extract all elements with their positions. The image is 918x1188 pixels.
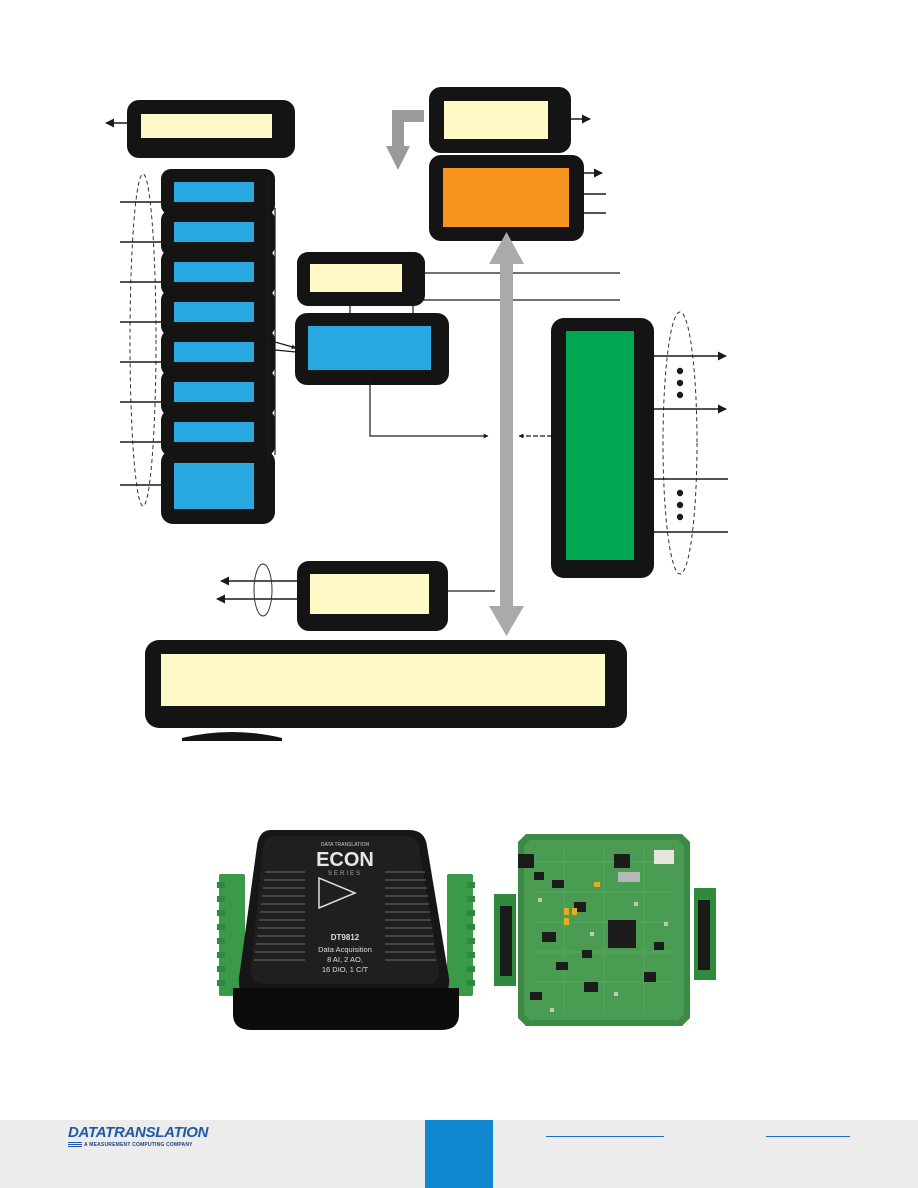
pcb-board-photo <box>494 834 716 1026</box>
footer-logo[interactable]: DATATRANSLATION <box>68 1124 209 1141</box>
lower-cream-block <box>216 561 495 631</box>
enclosure-series-text: ECON <box>316 849 374 871</box>
orange-block <box>429 155 606 241</box>
footer-link-2[interactable] <box>766 1136 850 1137</box>
input-channel <box>120 290 275 336</box>
input-channel <box>120 169 275 215</box>
footer-logo-tagline: A MEASUREMENT COMPUTING COMPANY <box>84 1142 193 1148</box>
input-channel-stack <box>120 169 297 524</box>
middle-blue-block <box>295 313 489 439</box>
input-channel <box>120 450 275 524</box>
input-channel <box>120 210 275 256</box>
green-block <box>551 311 728 578</box>
enclosure-line2-text: 8 AI, 2 AO, <box>327 955 363 964</box>
top-left-block <box>105 100 295 158</box>
input-channel <box>120 410 275 456</box>
econ-enclosure-photo: DATA TRANSLATION ECON SERIES DT9812 Data… <box>217 830 475 1030</box>
enclosure-series-sub-text: SERIES <box>328 871 362 877</box>
enclosure-brand-text: DATA TRANSLATION <box>321 842 370 848</box>
amplifier-symbol <box>318 876 357 910</box>
input-channel <box>120 250 275 296</box>
input-channel <box>120 370 275 416</box>
enclosure-line1-text: Data Acquisition <box>318 945 372 954</box>
enclosure-line3-text: 16 DIO, 1 C/T <box>322 965 369 974</box>
top-center-block <box>386 87 591 170</box>
system-bus <box>489 232 552 636</box>
input-channel <box>120 330 275 376</box>
page-number-tab <box>425 1120 493 1188</box>
bottom-wide-block <box>145 640 627 741</box>
enclosure-model-text: DT9812 <box>331 933 360 942</box>
middle-cream-block <box>297 252 620 320</box>
footer-link-1[interactable] <box>546 1136 664 1137</box>
footer-logo-bars-icon <box>68 1142 82 1148</box>
block-diagram <box>105 87 728 741</box>
